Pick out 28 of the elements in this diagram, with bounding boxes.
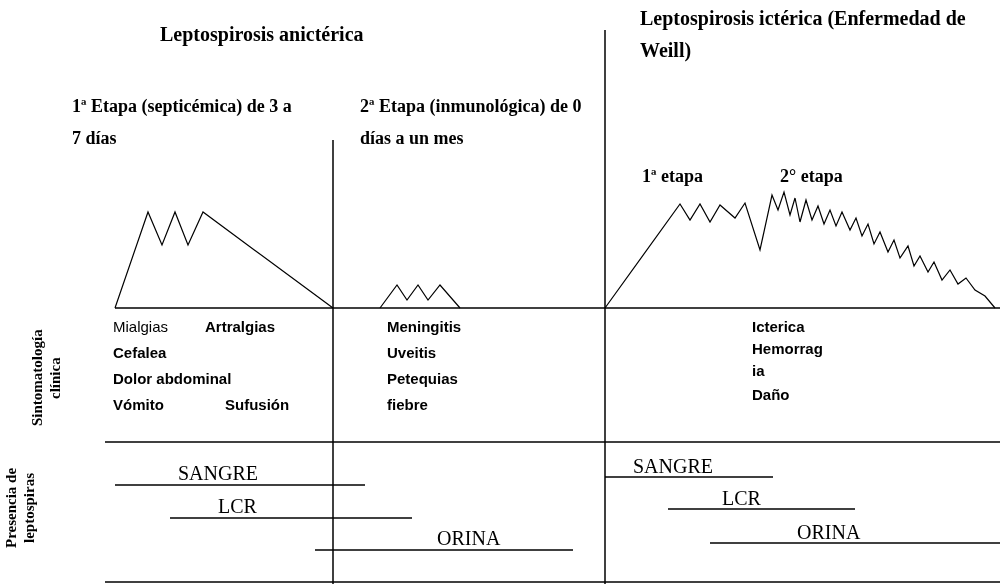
stage-heading: 2° etapa (780, 165, 844, 188)
section-title: Leptospirosis ictérica (Enfermedad de Weill) (640, 6, 967, 64)
specimen-label: SANGRE (633, 455, 714, 477)
symptom-text: Icterica (752, 318, 806, 336)
row-header: Sintomatología clínica (28, 328, 64, 429)
symptom-text: Mialgias (113, 318, 170, 336)
symptom-text: Cefalea (113, 344, 168, 362)
symptom-text: fiebre (387, 396, 429, 414)
stage-heading: 1ª etapa (642, 165, 704, 188)
symptom-text: Hemorrag (752, 340, 824, 358)
specimen-label: SANGRE (178, 462, 259, 484)
row-header: Presencia de leptospiras (2, 466, 38, 551)
symptom-text: Vómito (113, 396, 165, 414)
symptom-text: Artralgias (205, 318, 277, 336)
symptom-text: Meningitis (387, 318, 463, 336)
specimen-label: ORINA (437, 527, 502, 549)
specimen-label: ORINA (797, 521, 862, 543)
symptom-text: Petequias (387, 370, 459, 388)
specimen-label: LCR (218, 495, 258, 517)
symptom-text: Sufusión (225, 396, 291, 414)
symptom-text: Uveitis (387, 344, 438, 362)
symptom-text: Daño (752, 386, 791, 404)
stage-heading: 2ª Etapa (inmunológica) de 0 días a un mes (360, 95, 583, 150)
symptom-text: ia (752, 362, 766, 380)
specimen-label: LCR (722, 487, 762, 509)
symptom-text: Dolor abdominal (113, 370, 233, 388)
section-title: Leptospirosis anictérica (160, 22, 365, 48)
stage-heading: 1ª Etapa (septicémica) de 3 a 7 días (72, 95, 293, 150)
